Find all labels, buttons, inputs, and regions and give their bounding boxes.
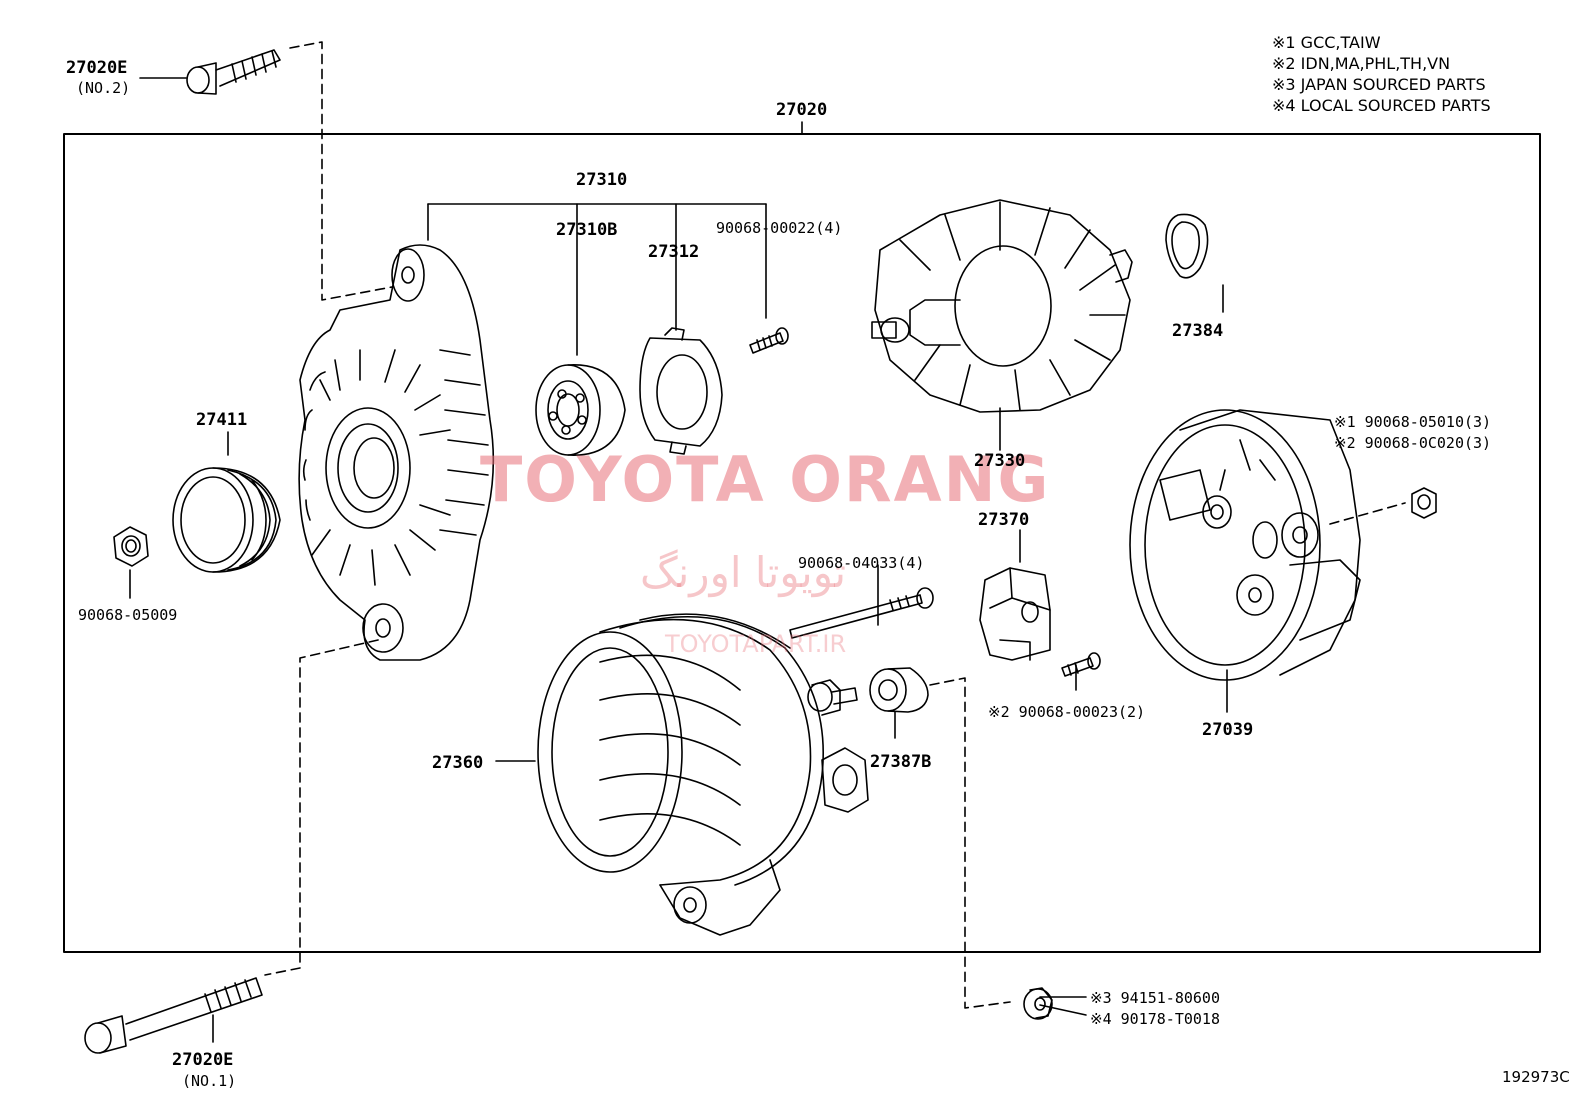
note-3: ※3 JAPAN SOURCED PARTS (1272, 75, 1486, 94)
label-27020[interactable]: 27020 (776, 100, 828, 120)
pulley-27411 (172, 467, 281, 573)
bolt-27020e-no1 (84, 977, 263, 1054)
screw-90068-04033 (789, 587, 934, 639)
screw-90068-00023 (1061, 652, 1101, 677)
label-90068-00022[interactable]: 90068-00022(4) (716, 219, 843, 237)
rectifier-end-frame-27039 (1129, 409, 1361, 681)
label-27411[interactable]: 27411 (196, 410, 248, 430)
watermark-site: TOYOTAPART.IR (665, 630, 847, 658)
cap-94151-80600 (1023, 987, 1053, 1020)
label-90068-05009[interactable]: 90068-05009 (78, 606, 178, 624)
brush-holder-27370 (979, 567, 1051, 661)
stator-housing-27360 (537, 613, 869, 936)
insulator-27387b (869, 667, 929, 713)
label-90068-00023[interactable]: ※2 90068-00023(2) (988, 703, 1146, 721)
label-27020e-no2-sub: (NO.2) (76, 79, 131, 97)
label-27312[interactable]: 27312 (648, 242, 700, 262)
watermark-main: TOYOTA ORANG (480, 443, 1051, 516)
label-27020e-no1[interactable]: 27020E (172, 1050, 234, 1070)
label-27020e-no1-sub: (NO.1) (182, 1072, 237, 1090)
terminal-stud (807, 682, 858, 712)
leader-lines (129, 77, 1228, 1043)
label-94151-80600[interactable]: ※3 94151-80600 (1090, 989, 1220, 1007)
nut-90068-05009 (113, 526, 149, 567)
label-90068-0c020[interactable]: ※2 90068-0C020(3) (1334, 434, 1492, 452)
label-27384[interactable]: 27384 (1172, 321, 1224, 341)
note-2: ※2 IDN,MA,PHL,TH,VN (1272, 54, 1451, 73)
label-27360[interactable]: 27360 (432, 753, 484, 773)
nut-90068-05010 (1411, 487, 1437, 519)
note-1: ※1 GCC,TAIW (1272, 33, 1381, 52)
watermark-persian: تویوتا اورنگ (640, 548, 847, 597)
label-27370[interactable]: 27370 (978, 510, 1030, 530)
bearing-27310b (535, 364, 626, 456)
label-27330[interactable]: 27330 (974, 451, 1026, 471)
diagram-code: 192973C (1502, 1068, 1570, 1086)
drive-end-frame-27310 (298, 244, 495, 661)
label-90068-05010[interactable]: ※1 90068-05010(3) (1334, 413, 1492, 431)
label-27020e-no2[interactable]: 27020E (66, 58, 128, 78)
bolt-27020e-no2 (186, 49, 281, 95)
retainer-27312 (639, 327, 723, 455)
label-27310b[interactable]: 27310B (556, 220, 618, 240)
label-27039[interactable]: 27039 (1202, 720, 1254, 740)
region-notes: ※1 GCC,TAIW ※2 IDN,MA,PHL,TH,VN ※3 JAPAN… (1272, 32, 1491, 116)
ring-27384 (1165, 213, 1209, 279)
screw-90068-00022 (749, 327, 789, 354)
note-4: ※4 LOCAL SOURCED PARTS (1272, 96, 1491, 115)
assembly-frame (63, 133, 1541, 953)
dashed-guides (264, 41, 1406, 1009)
label-27310[interactable]: 27310 (576, 170, 628, 190)
label-27387b[interactable]: 27387B (870, 752, 932, 772)
rotor-27330 (871, 199, 1133, 413)
label-90178-t0018[interactable]: ※4 90178-T0018 (1090, 1010, 1220, 1028)
label-90068-04033[interactable]: 90068-04033(4) (798, 554, 925, 572)
